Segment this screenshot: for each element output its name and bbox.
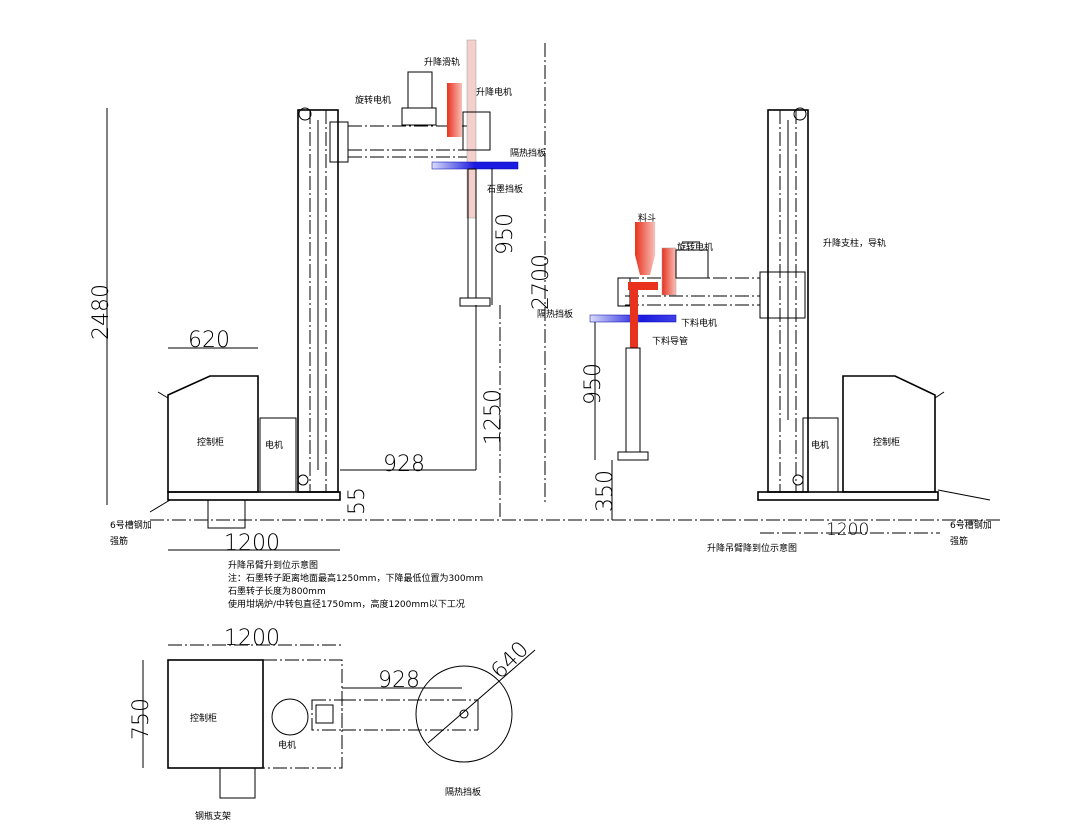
label-cylinder-bracket: 钢瓶支架 bbox=[195, 810, 231, 822]
label-plan-motor: 电机 bbox=[278, 739, 296, 751]
plan-view bbox=[142, 644, 536, 799]
label-graphite-baffle: 石墨挡板 bbox=[487, 183, 523, 195]
feed-pipe bbox=[630, 288, 638, 348]
label-control-cabinet-right: 控制柜 bbox=[873, 436, 900, 448]
dim-2700: 2700 bbox=[529, 254, 554, 310]
dim-928: 928 bbox=[383, 452, 425, 477]
dim-2480: 2480 bbox=[89, 284, 114, 340]
dim-plan-928: 928 bbox=[378, 668, 420, 693]
dim-950-right: 950 bbox=[581, 363, 606, 405]
dim-1200: 1200 bbox=[224, 531, 280, 556]
note-1: 注：石墨转子距离地面最高1250mm，下降最低位置为300mm bbox=[228, 572, 483, 584]
motor-box bbox=[259, 417, 297, 493]
label-heat-shield: 隔热挡板 bbox=[510, 147, 546, 159]
left-lift-arm-raised bbox=[106, 39, 546, 551]
label-feed-pipe: 下料导管 bbox=[652, 335, 688, 347]
dim-620: 620 bbox=[188, 328, 230, 353]
caption-lowered: 升降吊臂降到位示意图 bbox=[707, 542, 797, 554]
label-channel-rib-2: 强筋 bbox=[110, 535, 128, 547]
dim-1200-right: 1200 bbox=[826, 520, 869, 540]
label-lift-motor: 升降电机 bbox=[476, 86, 512, 98]
heat-shield-blue bbox=[431, 161, 519, 170]
label-heat-shield-right: 隔热挡板 bbox=[537, 308, 573, 320]
rotate-motor-box bbox=[407, 71, 433, 109]
right-lift-arm-lowered bbox=[589, 107, 991, 534]
label-plan-control-cabinet: 控制柜 bbox=[190, 712, 217, 724]
dim-55: 55 bbox=[345, 487, 370, 515]
dim-1250: 1250 bbox=[481, 389, 506, 445]
dim-640: 640 bbox=[487, 637, 534, 684]
control-cabinet bbox=[167, 375, 259, 493]
right-control-cabinet bbox=[842, 375, 936, 493]
label-motor-right: 电机 bbox=[811, 439, 829, 451]
lift-rail bbox=[466, 39, 477, 219]
dim-350: 350 bbox=[593, 470, 618, 512]
lift-motor-red bbox=[447, 83, 462, 137]
label-plan-heat-shield: 隔热挡板 bbox=[445, 786, 481, 798]
dim-950: 950 bbox=[493, 213, 518, 255]
dim-plan-1200: 1200 bbox=[224, 626, 280, 651]
label-rotate-motor-right: 旋转电机 bbox=[677, 241, 713, 253]
caption-raised: 升降吊臂升到位示意图 bbox=[228, 559, 318, 571]
label-column-rail: 升降支柱，导轨 bbox=[823, 237, 886, 249]
label-channel-rib-right-1: 6号槽钢加 bbox=[950, 519, 992, 531]
label-channel-rib-right-2: 强筋 bbox=[950, 535, 968, 547]
dim-750: 750 bbox=[129, 698, 154, 740]
note-3: 使用坩埚炉/中转包直径1750mm，高度1200mm以下工况 bbox=[228, 598, 465, 610]
label-feed-motor: 下料电机 bbox=[681, 317, 717, 329]
label-channel-rib-1: 6号槽钢加 bbox=[110, 519, 152, 531]
hopper bbox=[635, 222, 655, 275]
label-control-cabinet: 控制柜 bbox=[197, 436, 224, 448]
label-motor: 电机 bbox=[265, 439, 283, 451]
label-hopper: 料斗 bbox=[638, 212, 656, 224]
note-2: 石墨转子长度为800mm bbox=[228, 585, 326, 597]
label-rotate-motor: 旋转电机 bbox=[355, 94, 391, 106]
label-lift-rail: 升降滑轨 bbox=[424, 56, 460, 68]
pulley-icon bbox=[298, 107, 312, 121]
